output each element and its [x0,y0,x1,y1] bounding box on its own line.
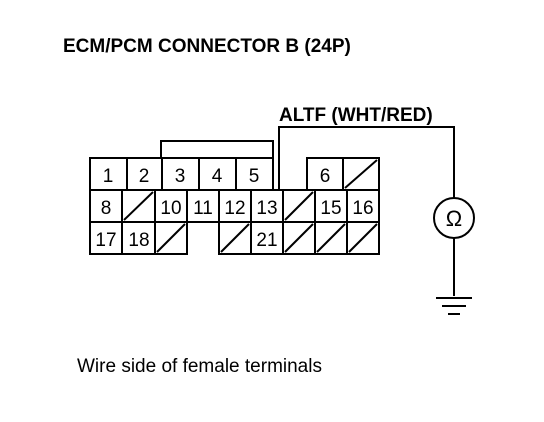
unused-terminal-mark [220,223,250,253]
terminal-label: 4 [212,166,223,187]
unused-terminal-mark [344,159,378,189]
unused-terminal-mark [284,223,314,253]
terminal-label: 6 [320,166,331,187]
unused-terminal-mark [156,223,186,253]
ground-icon [436,297,472,315]
ohmmeter-icon: Ω [433,197,475,239]
ohm-symbol: Ω [446,206,462,231]
wire-to-meter [278,126,455,198]
terminal-label: 2 [139,166,150,187]
terminal-label: 3 [175,166,186,187]
terminal-label: 8 [101,198,112,219]
diagram-title: ECM/PCM CONNECTOR B (24P) [63,36,351,57]
row3-right-block [218,221,380,255]
cell-dividers [121,158,348,254]
terminal-label: 11 [193,198,213,219]
terminal-label: 10 [160,198,181,219]
terminal-label: 15 [320,198,341,219]
terminal-label: 21 [256,230,277,251]
unused-terminal-mark [348,223,378,253]
terminal-label: 18 [128,230,149,251]
connector-housing [89,140,380,255]
unused-terminal-marks [123,159,378,253]
unused-terminal-mark [284,191,314,221]
unused-terminal-mark [123,191,154,221]
terminal-label: 5 [249,166,260,187]
terminal-label: 13 [256,198,277,219]
row3-left-block [89,221,188,255]
probe-wire [278,126,455,296]
terminal-label: 16 [352,198,373,219]
terminal-numbers: 1 2 3 4 5 6 8 10 11 12 13 15 16 17 18 21 [95,166,373,251]
lock-tab [160,140,274,158]
caption: Wire side of female terminals [77,356,322,377]
wire-label: ALTF (WHT/RED) [279,105,433,126]
terminal-label: 1 [103,166,114,187]
terminal-label: 17 [95,230,116,251]
unused-terminal-mark [316,223,346,253]
terminal-label: 12 [224,198,245,219]
